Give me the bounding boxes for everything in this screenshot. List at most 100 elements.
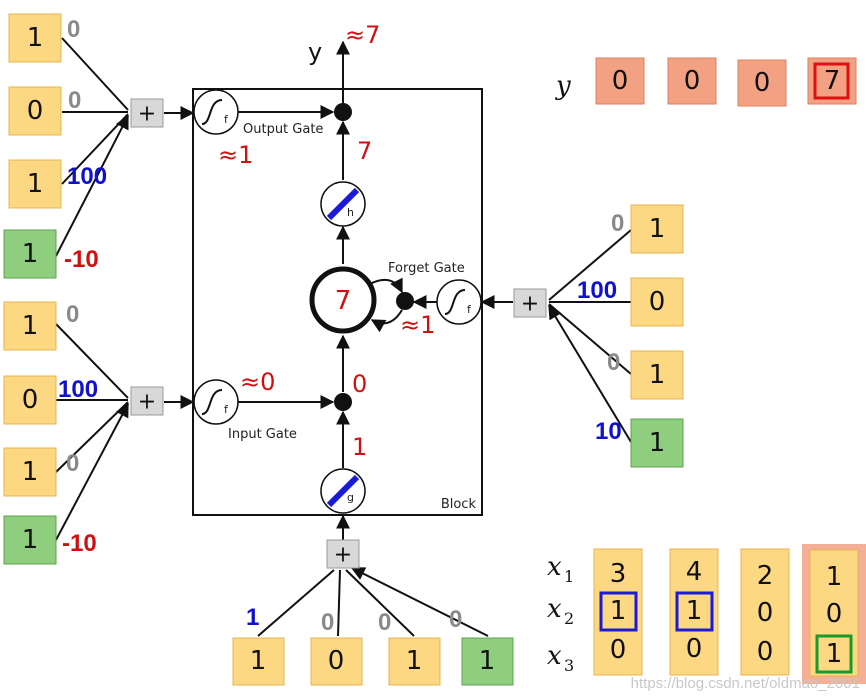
svg-text:3: 3 [564, 656, 574, 675]
cell-input: 1 [250, 646, 267, 676]
input-gate-sigmoid-icon: f [193, 379, 239, 425]
input-value: 4 [686, 557, 703, 587]
x2-highlight [675, 591, 714, 632]
svg-text:7: 7 [335, 286, 352, 316]
forget-gate-input: 1 [649, 214, 666, 244]
input-value: 0 [610, 635, 627, 665]
input-gate-wires [55, 323, 335, 541]
input-value: 1 [826, 639, 843, 669]
cell-input-value: 1 [352, 433, 367, 461]
input-sequence: x 1 x 2 x 3 3 1 0 4 1 0 2 0 0 1 0 1 [547, 544, 866, 684]
forget-gate-weight: 0 [611, 210, 624, 237]
input-multiply-node [334, 393, 352, 411]
input-gate-weight: -10 [62, 530, 97, 557]
forget-loop-bottom [370, 309, 403, 333]
output-gate-weight: 0 [67, 16, 80, 43]
svg-text:+: + [521, 292, 539, 317]
forget-gate-inputs: 1 0 1 1 [630, 204, 684, 468]
output-gate-activation: ≈1 [218, 141, 253, 169]
block-output-label: y [308, 38, 322, 66]
input-value: 1 [610, 596, 627, 626]
output-gate-input: 1 [27, 23, 44, 53]
input-gate-input: 1 [22, 311, 39, 341]
h-output-value: 7 [357, 137, 372, 165]
cell-input-inputs: 1 0 1 1 [232, 637, 514, 686]
x3-label: x [547, 641, 562, 671]
input-gate-input: 0 [22, 385, 39, 415]
svg-text:h: h [347, 206, 354, 219]
input-gate-input: 1 [22, 457, 39, 487]
x2-label: x [547, 594, 562, 624]
svg-text:g: g [347, 491, 354, 504]
input-value: 1 [826, 562, 843, 592]
svg-text:+: + [138, 390, 156, 415]
output-gate-weight: -10 [64, 246, 99, 273]
forget-gate-weight: 10 [595, 418, 622, 445]
output-gate-weight: 100 [67, 163, 107, 190]
cell-input-bias: 1 [479, 646, 496, 676]
input-value: 1 [686, 596, 703, 626]
forget-gate-label: Forget Gate [388, 261, 465, 276]
x3-highlight [815, 634, 853, 674]
cell-input-weight: 0 [378, 609, 391, 636]
output-sequence-value: 0 [754, 68, 771, 98]
output-gate-input: 0 [27, 96, 44, 126]
cell-input-wires [257, 40, 489, 637]
cell-input-weight: 0 [321, 609, 334, 636]
forget-gate-bias: 1 [649, 428, 666, 458]
input-gate-inputs: 1 0 1 1 [3, 301, 57, 565]
forget-multiply-node [396, 292, 414, 310]
svg-text:+: + [138, 102, 156, 127]
block-label: Block [441, 497, 477, 512]
memory-cell: 7 [309, 266, 377, 334]
svg-text:1: 1 [564, 567, 574, 586]
input-value: 0 [757, 637, 774, 667]
input-gate-activation: ≈0 [240, 368, 275, 396]
cell-input-weight: 0 [449, 606, 462, 633]
output-gate-bias: 1 [22, 239, 39, 269]
output-multiply-node [334, 103, 352, 121]
svg-text:+: + [334, 543, 352, 568]
output-gate-wires [55, 37, 335, 257]
cell-input: 0 [328, 646, 345, 676]
input-gate-sum: + [130, 386, 164, 416]
output-sequence-label: y [555, 71, 571, 101]
output-highlight [813, 62, 850, 100]
input-value: 0 [686, 634, 703, 664]
output-sequence-value: 7 [824, 66, 841, 96]
input-gate-weight: 0 [66, 301, 79, 328]
svg-text:f: f [224, 403, 229, 416]
x2-highlight [599, 591, 638, 632]
watermark: https://blog.csdn.net/oldmao_2001 [631, 675, 860, 692]
input-value: 0 [757, 598, 774, 628]
forget-gate-activation: ≈1 [400, 311, 435, 339]
forget-gate-sigmoid-icon: f [436, 279, 482, 325]
svg-text:f: f [224, 113, 229, 126]
output-gate-inputs: 1 0 1 1 [3, 13, 62, 279]
output-gate-sigmoid-icon: f [193, 89, 239, 135]
input-gate-weight: 100 [58, 376, 98, 403]
svg-text:f: f [467, 303, 472, 316]
output-sequence-value: 0 [612, 66, 629, 96]
x1-label: x [547, 552, 562, 582]
svg-text:2: 2 [564, 609, 574, 628]
g-activation-icon: g [320, 468, 366, 514]
forget-gate-input: 1 [649, 360, 666, 390]
block-output-value: ≈7 [345, 21, 380, 49]
forget-gate-wires [412, 229, 632, 443]
forget-gate-weight: 100 [577, 277, 617, 304]
input-gate-weight: 0 [66, 450, 79, 477]
input-gate-label: Input Gate [228, 427, 297, 442]
cell-input: 1 [406, 646, 423, 676]
input-value: 3 [610, 559, 627, 589]
output-gate-label: Output Gate [243, 122, 323, 137]
forget-gate-weight: 0 [607, 349, 620, 376]
cell-input-sum: + [326, 539, 360, 569]
output-gate-weight: 0 [68, 87, 81, 114]
output-gate-sum: + [130, 98, 164, 128]
input-gate-product: 0 [352, 370, 367, 398]
forget-gate-input: 0 [649, 287, 666, 317]
input-value: 2 [757, 561, 774, 591]
h-activation-icon: h [320, 181, 366, 227]
